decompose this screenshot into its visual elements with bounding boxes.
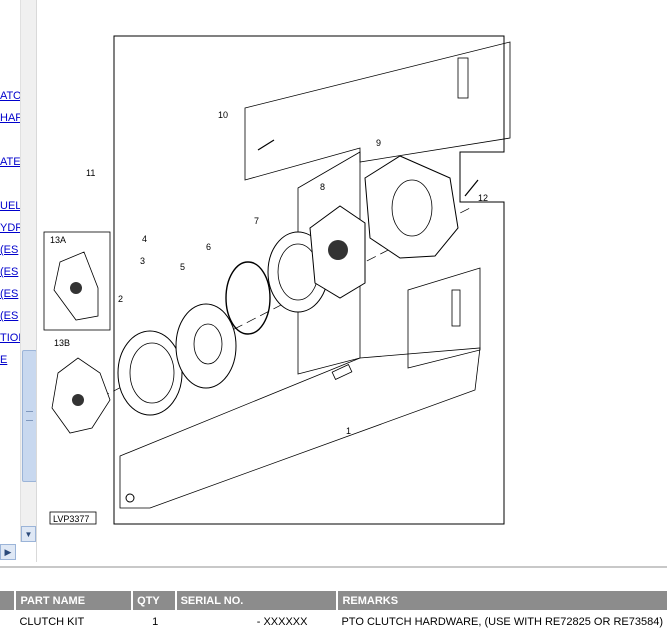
spring [331, 364, 353, 380]
parts-table: PART NAME QTY SERIAL NO. REMARKS CLUTCH … [0, 591, 667, 634]
figure-id: LVP3377 [53, 514, 89, 524]
pressure-plate-inner [129, 342, 175, 404]
inset-13a-center [70, 282, 82, 294]
friction-disc [175, 303, 237, 389]
nav-item[interactable]: ATE [0, 156, 21, 168]
nav-item[interactable]: E [0, 354, 8, 366]
clutch-housing [364, 155, 459, 259]
cell-remarks: PTO CLUTCH HARDWARE, (USE WITH RE72825 O… [341, 616, 663, 628]
cell-qty: 1 [152, 616, 159, 628]
table-row[interactable]: CLUTCH KIT 1 - XXXXXX PTO CLUTCH HARDWAR… [0, 610, 667, 634]
cell-serial: - XXXXXX [256, 616, 308, 628]
nav-item[interactable]: (ES [0, 266, 19, 278]
friction-disc-hub [193, 323, 223, 365]
nav-item[interactable]: (ES [0, 310, 19, 322]
cell-part-name: CLUTCH KIT [19, 616, 85, 628]
nav-item[interactable]: (ES [0, 244, 19, 256]
callout-3: 3 [140, 256, 145, 266]
figure-id-box [49, 511, 97, 525]
right-lever [451, 289, 461, 327]
callout-4: 4 [142, 234, 147, 244]
scrollbar-thumb[interactable] [22, 350, 36, 482]
callout-12: 12 [478, 193, 488, 203]
clutch-housing-bore [391, 179, 433, 237]
callout-2: 2 [118, 294, 123, 304]
chevron-down-icon[interactable]: ▼ [21, 526, 36, 542]
callout-8: 8 [320, 182, 325, 192]
grip-icon [26, 411, 33, 421]
column-header-serial: SERIAL NO. [174, 591, 338, 610]
inset-13b-label: 13B [54, 338, 70, 348]
upper-bolt [257, 139, 275, 151]
snap-ring [225, 261, 271, 335]
bolt-12 [464, 179, 479, 197]
inset-13b-center [72, 394, 84, 406]
column-header-part-name: PART NAME [14, 591, 133, 610]
callout-5: 5 [180, 262, 185, 272]
nav-item[interactable]: (ES [0, 288, 19, 300]
row-spacer [0, 610, 15, 634]
column-header-remarks: REMARKS [336, 591, 667, 610]
callout-7: 7 [254, 216, 259, 226]
callout-6: 6 [206, 242, 211, 252]
diagram-frame [113, 35, 505, 525]
parts-diagram: 13A 13B LVP3377 1 2 3 4 5 6 7 8 9 10 11 … [43, 35, 511, 525]
vertical-scrollbar[interactable]: ▼ [20, 0, 36, 542]
callout-9: 9 [376, 138, 381, 148]
callout-10: 10 [218, 110, 228, 120]
clutch-hub-center [328, 240, 348, 260]
nav-item[interactable]: UEL [0, 200, 22, 212]
nav-item[interactable]: TION [0, 332, 27, 344]
nav-item[interactable]: HAF [0, 112, 22, 124]
nav-item[interactable]: YDR [0, 222, 24, 234]
pressure-plate [117, 330, 183, 416]
left-nav-panel: ATO HAF ATE UEL YDR (ES (ES (ES (ES TION… [0, 0, 37, 562]
inset-13a-label: 13A [50, 235, 66, 245]
nav-item[interactable]: ATO [0, 90, 22, 102]
callout-1: 1 [346, 426, 351, 436]
bottom-bolt [125, 493, 135, 503]
callout-11: 11 [86, 168, 95, 178]
section-divider [0, 566, 667, 568]
hardware-box-upper [244, 41, 511, 181]
upper-lever [457, 57, 469, 99]
header-spacer [0, 591, 16, 610]
column-header-qty: QTY [131, 591, 176, 610]
chevron-right-icon[interactable]: ▶ [0, 544, 16, 560]
table-header-row: PART NAME QTY SERIAL NO. REMARKS [0, 591, 667, 610]
